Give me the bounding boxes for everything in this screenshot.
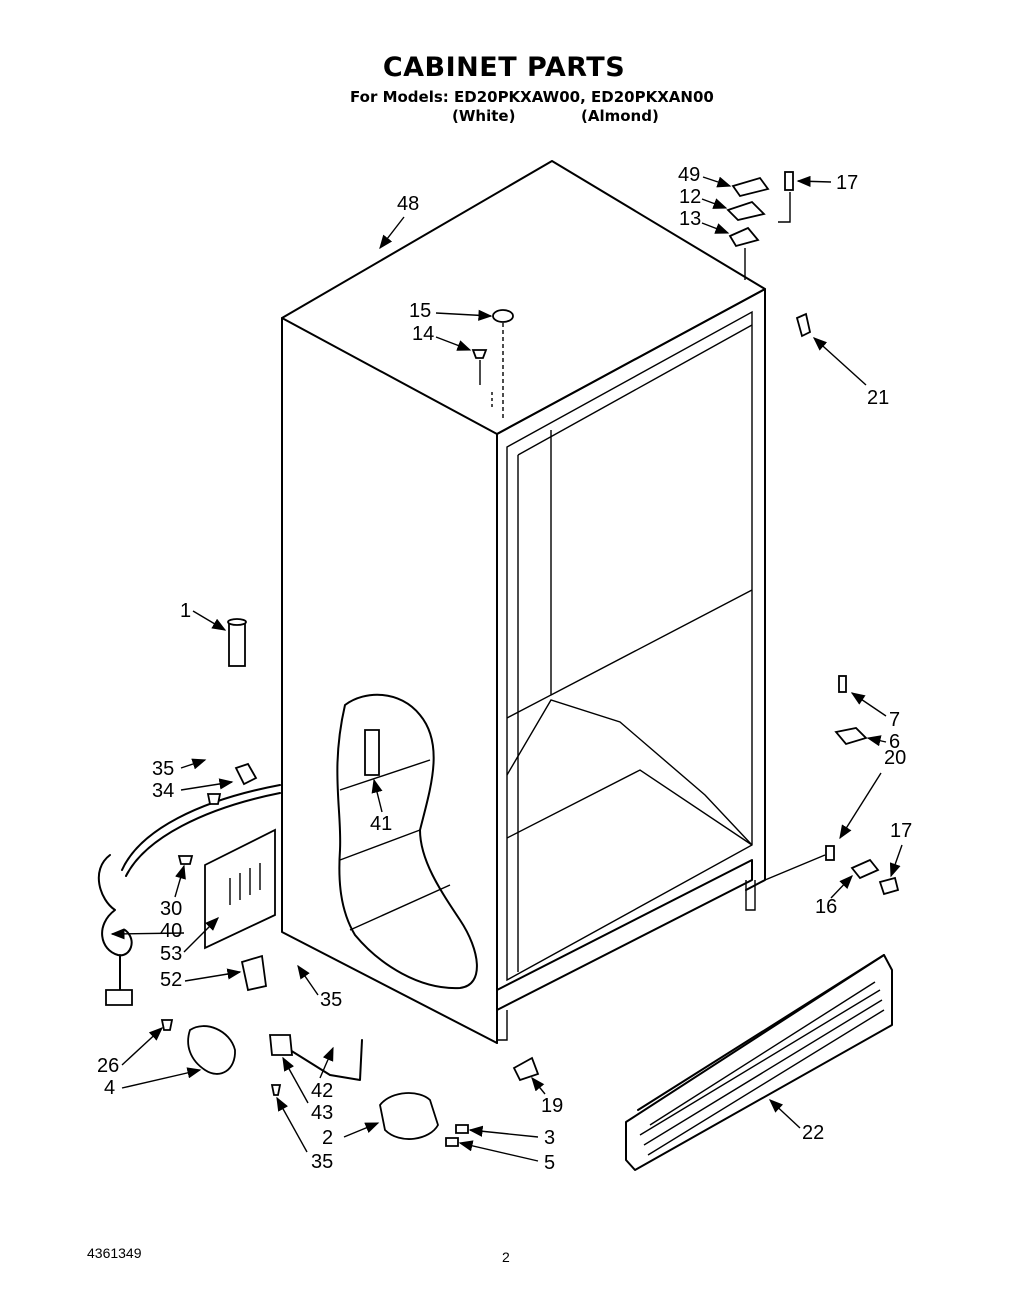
- callout-17: 17: [836, 172, 858, 194]
- callout-14: 14: [412, 323, 434, 345]
- callout-35-mid: 35: [320, 989, 342, 1011]
- top-hinge-parts: [726, 171, 812, 338]
- insulation-cutaway: [336, 693, 478, 990]
- callout-53: 53: [160, 943, 182, 965]
- callout-2: 2: [322, 1127, 333, 1149]
- callout-17-right: 17: [890, 820, 912, 842]
- callout-16: 16: [815, 896, 837, 918]
- callout-48: 48: [397, 193, 419, 215]
- models-line: For Models: ED20PKXAW00, ED20PKXAN00: [350, 88, 714, 106]
- callout-43: 43: [311, 1102, 333, 1124]
- cabinet-shell: [281, 160, 766, 1044]
- callout-6: 6: [889, 731, 900, 753]
- callout-35-top: 35: [152, 758, 174, 780]
- callout-22: 22: [802, 1122, 824, 1144]
- page-title: CABINET PARTS: [382, 52, 626, 83]
- tube-part-1: [227, 618, 247, 667]
- callout-5: 5: [544, 1152, 555, 1174]
- top-screws: [471, 309, 514, 418]
- document-number: 4361349: [87, 1245, 142, 1261]
- callout-34: 34: [152, 780, 174, 802]
- callout-40: 40: [160, 920, 182, 942]
- callout-13: 13: [679, 208, 701, 230]
- callout-21: 21: [867, 387, 889, 409]
- color-almond-label: (Almond): [581, 107, 659, 125]
- callout-26: 26: [97, 1055, 119, 1077]
- callout-19: 19: [541, 1095, 563, 1117]
- callout-12: 12: [679, 186, 701, 208]
- power-cord-and-relay: [97, 762, 281, 1006]
- callout-41: 41: [370, 813, 392, 835]
- callout-20: 20: [884, 747, 906, 769]
- callout-4: 4: [104, 1077, 115, 1099]
- callouts: 48 49 12 13 17 15 14 21 1 7 6 35 34 41 2…: [97, 164, 912, 1174]
- page-number: 2: [502, 1249, 510, 1265]
- leveler-parts: [764, 845, 900, 896]
- toe-grille: [625, 954, 893, 1171]
- callout-42: 42: [311, 1080, 333, 1102]
- callout-49: 49: [678, 164, 700, 186]
- callout-35-bottom: 35: [311, 1151, 333, 1173]
- callout-15: 15: [409, 300, 431, 322]
- callout-52: 52: [160, 969, 182, 991]
- callout-7: 7: [889, 709, 900, 731]
- compressor-parts: [160, 1019, 540, 1147]
- bracket-parts-7-6: [834, 675, 868, 746]
- color-white-label: (White): [452, 107, 516, 125]
- callout-30: 30: [160, 898, 182, 920]
- callout-1: 1: [180, 600, 191, 622]
- callout-3: 3: [544, 1127, 555, 1149]
